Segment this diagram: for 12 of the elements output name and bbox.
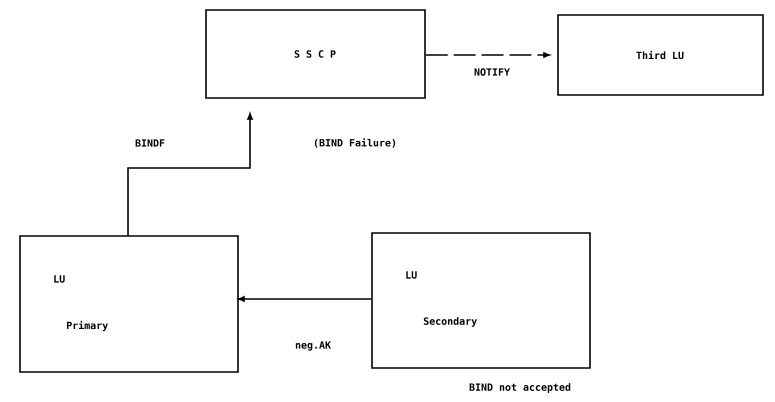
arrow xyxy=(238,296,372,302)
edge-label: neg.AK xyxy=(294,340,332,352)
process-box: Third LU xyxy=(557,14,764,96)
process-box: LU Secondary xyxy=(371,232,591,369)
arrow xyxy=(127,113,253,236)
process-box: LU Primary xyxy=(19,235,239,373)
note: (BIND Failure) xyxy=(314,138,396,148)
node-label: BIND not accepted xyxy=(470,383,570,393)
edge-label: BINDF xyxy=(134,138,166,148)
arrow xyxy=(426,52,550,58)
edge-label: NOTIFY xyxy=(473,67,511,77)
process-box: S S C P xyxy=(205,9,426,99)
